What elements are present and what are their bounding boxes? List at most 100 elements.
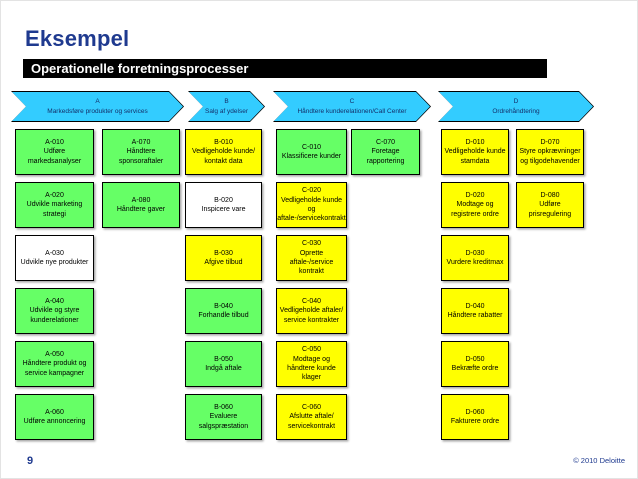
- subtitle-bar: Operationelle forretningsprocesser: [23, 59, 547, 78]
- process-box-id: D-080: [540, 191, 560, 199]
- process-box-id: C-020: [301, 187, 322, 195]
- process-arrow-c-letter: C: [349, 98, 355, 106]
- process-box-label: Indgå aftale: [205, 365, 242, 372]
- process-box-label: Håndtere sponsoraftaler: [118, 148, 164, 165]
- process-box-id: D-020: [465, 191, 485, 199]
- process-box-label: Afgive tilbud: [204, 259, 243, 266]
- process-box-label: Fakturere ordre: [450, 418, 500, 425]
- copyright-notice: © 2010 Deloitte: [573, 456, 625, 465]
- process-box-id: A-050: [45, 350, 64, 358]
- process-box-label: Modtage og registrere ordre: [451, 201, 499, 218]
- process-box-label: Afslutte aftale/ servicekontrakt: [287, 413, 336, 430]
- process-box-id: C-070: [375, 138, 396, 146]
- process-arrow-b: B Salg af ydelser: [188, 91, 265, 122]
- process-box-id: A-070: [131, 138, 151, 146]
- process-box-label: Evaluere salgspræstation: [198, 413, 249, 430]
- process-box-label: Forhandle tilbud: [198, 312, 249, 319]
- process-box-label: Udføre prisregulering: [528, 201, 572, 218]
- process-box-id: B-020: [214, 196, 233, 204]
- process-box-id: D-070: [540, 138, 560, 146]
- process-box-label: Klassificere kunder: [281, 153, 342, 160]
- process-box-id: A-030: [45, 249, 64, 257]
- process-box-label: Vedligeholde kunde stamdata: [444, 148, 506, 165]
- process-box-label: Håndtere rabatter: [447, 312, 503, 319]
- process-box-id: A-010: [45, 138, 64, 146]
- process-box-label: Oprette aftale-/service kontrakt: [289, 249, 334, 276]
- process-arrow-d-letter: D: [513, 98, 519, 106]
- process-box-id: C-040: [301, 297, 322, 305]
- process-box-id: B-010: [214, 138, 233, 146]
- process-box-label: Udvikle og styre kunderelationer: [29, 307, 80, 324]
- slide-title: Eksempel: [25, 26, 130, 51]
- process-box-id: B-060: [214, 403, 233, 411]
- process-box-id: D-060: [465, 408, 485, 416]
- process-box-id: C-060: [301, 403, 322, 411]
- chevron-arrow-shape: C Håndtere kunderelationen/Call Center: [274, 92, 430, 121]
- process-box-id: C-050: [301, 346, 322, 354]
- process-box-id: D-010: [465, 138, 485, 146]
- process-box-label: Inspicere vare: [201, 206, 246, 213]
- process-box-id: A-040: [45, 297, 64, 305]
- process-arrow-b-letter: B: [224, 98, 229, 106]
- process-box-label: Udvikle marketing strategi: [26, 201, 83, 218]
- process-box-id: B-040: [214, 302, 233, 310]
- process-box-id: C-030: [301, 240, 322, 248]
- process-box-id: D-050: [465, 355, 485, 363]
- process-box-label: Modtage og håndtere kunde klager: [287, 355, 336, 382]
- process-arrow-a-title: Markedsføre produkter og services: [47, 107, 148, 115]
- process-box-id: D-040: [465, 302, 485, 310]
- process-box-label: Styre opkrævninger og tilgodehavender: [519, 148, 581, 165]
- chevron-arrow-shape: A Markedsføre produkter og services: [12, 92, 183, 121]
- process-box-id: D-030: [465, 249, 485, 257]
- process-box-label: Håndtere gaver: [116, 206, 166, 213]
- process-box-label: Bekræfte ordre: [451, 365, 499, 372]
- process-arrow-d: D Ordrehåndtering: [438, 91, 594, 122]
- process-box-label: Vedligeholde kunde/ kontakt data: [191, 148, 256, 165]
- process-box-label: Vedligeholde aftaler/ service kontrakter: [279, 307, 344, 324]
- process-arrow-b-title: Salg af ydelser: [205, 107, 248, 115]
- process-arrow-d-title: Ordrehåndtering: [492, 107, 540, 115]
- page-number: 9: [27, 455, 34, 467]
- process-box-id: A-060: [45, 408, 64, 416]
- process-box-label: Udvikle nye produkter: [20, 259, 89, 266]
- process-arrow-a-letter: A: [95, 98, 100, 106]
- process-box-id: A-080: [131, 196, 151, 204]
- process-box-id: B-050: [214, 355, 233, 363]
- chevron-arrow-shape: D Ordrehåndtering: [439, 92, 593, 121]
- process-box-label: Foretage rapportering: [366, 148, 405, 165]
